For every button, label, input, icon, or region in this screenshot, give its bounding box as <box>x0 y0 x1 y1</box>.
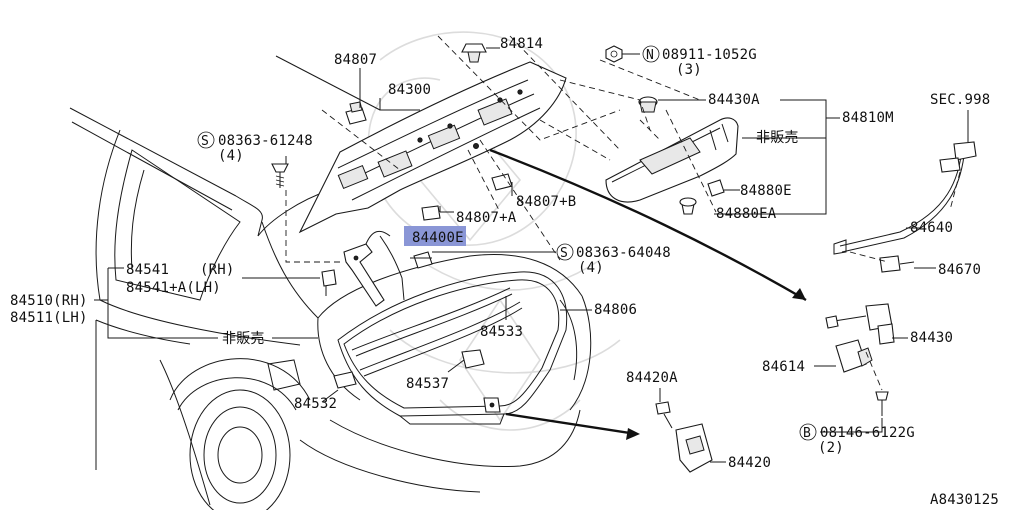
screw-08363-61248 <box>271 163 289 188</box>
finisher-84810m <box>605 117 739 203</box>
label-screw1-code: 08363-61248 <box>218 133 313 149</box>
striker-84420 <box>655 401 713 473</box>
label-84532: 84532 <box>294 396 337 412</box>
label-84807b: 84807+B <box>516 194 576 210</box>
label-84511: 84511(LH) <box>10 310 88 326</box>
nut-08911 <box>605 45 623 63</box>
label-84537: 84537 <box>406 376 449 392</box>
trunk-lid-finisher-84300 <box>298 61 567 234</box>
label-84880e: 84880E <box>740 183 792 199</box>
symbol-s1 <box>197 131 215 149</box>
symbol-b <box>799 423 817 441</box>
labels: 84807 84814 N 08911-1052G (3) 84300 8443… <box>10 36 999 508</box>
actuator-84614 <box>835 339 873 373</box>
label-84430: 84430 <box>910 330 953 346</box>
label-84814: 84814 <box>500 36 543 52</box>
label-screw1-qty: (4) <box>218 148 244 164</box>
label-84807a: 84807+A <box>456 210 517 226</box>
trunk-opening <box>337 271 568 425</box>
clip-84537 <box>461 349 485 369</box>
bolt-08146 <box>875 391 889 416</box>
grommet-84807a <box>421 205 441 221</box>
trunk-hinge-84541 <box>343 230 391 307</box>
label-84510: 84510(RH) <box>10 293 88 309</box>
label-screw2-code: 08363-64048 <box>576 245 671 261</box>
bumpers-84880 <box>679 179 725 215</box>
switch-84670 <box>879 255 915 273</box>
label-84640: 84640 <box>910 220 953 236</box>
bracket-84532 <box>333 371 357 389</box>
symbol-n <box>642 45 660 63</box>
leader-lines <box>94 35 969 463</box>
symbol-s2 <box>556 243 574 261</box>
label-84430a: 84430A <box>708 92 760 108</box>
label-84807: 84807 <box>334 52 377 68</box>
lock-84430 <box>825 303 895 345</box>
label-84670: 84670 <box>938 262 981 278</box>
symbol-s1-letter: S <box>201 134 209 149</box>
label-84533: 84533 <box>480 324 523 340</box>
highlight-84400e <box>404 226 466 246</box>
bumper-84430a <box>638 96 658 113</box>
label-84541: 84541 <box>126 262 169 278</box>
stopper-84541 <box>321 269 337 296</box>
label-84400e: 84400E <box>412 230 464 246</box>
clip-84814 <box>461 43 487 63</box>
arrows <box>489 148 807 440</box>
label-84420: 84420 <box>728 455 771 471</box>
label-nut-code: 08911-1052G <box>662 47 757 63</box>
diagram-id: A8430125 <box>930 492 999 508</box>
lock-cylinder <box>379 235 433 301</box>
label-84810m: 84810M <box>842 110 894 126</box>
label-bolt-code: 08146-6122G <box>820 425 915 441</box>
label-84880ea: 84880EA <box>716 206 777 222</box>
striker <box>483 397 501 413</box>
grommet-84807 <box>345 101 367 125</box>
label-screw2-qty: (4) <box>578 260 604 276</box>
symbol-n-letter: N <box>646 48 654 63</box>
label-bolt-qty: (2) <box>818 440 844 456</box>
label-rh: (RH) <box>200 262 235 278</box>
car-body <box>69 107 592 510</box>
symbol-s2-letter: S <box>560 246 568 261</box>
label-84541a: 84541+A(LH) <box>126 280 221 296</box>
label-sec998: SEC.998 <box>930 92 990 108</box>
release-84640 <box>833 141 977 255</box>
watermark <box>367 31 621 431</box>
symbol-b-letter: B <box>803 426 811 441</box>
label-not-sold-2: 非販売 <box>222 331 265 347</box>
torsion-rods <box>351 287 523 377</box>
label-84420a: 84420A <box>626 370 678 386</box>
label-not-sold-1: 非販売 <box>756 130 799 146</box>
label-nut-qty: (3) <box>676 62 702 78</box>
grommet-84807b <box>491 173 513 191</box>
label-84300: 84300 <box>388 82 431 98</box>
label-84614: 84614 <box>762 359 805 375</box>
label-84806: 84806 <box>594 302 637 318</box>
